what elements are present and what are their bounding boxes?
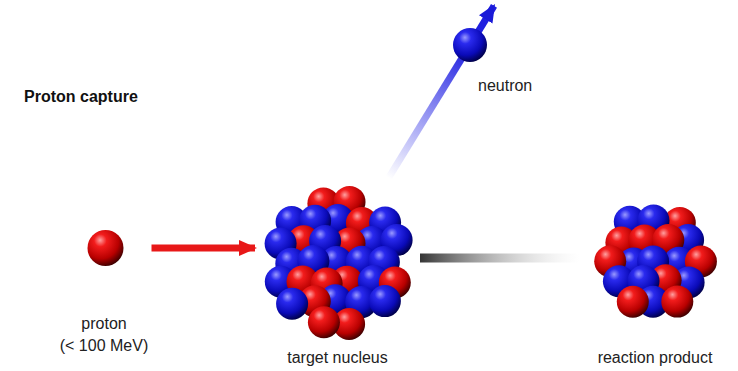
particle-sphere bbox=[661, 286, 693, 318]
node-label: target nucleus bbox=[287, 348, 388, 368]
target-nucleus-art bbox=[255, 178, 420, 368]
particle-sphere bbox=[87, 230, 123, 266]
target-nucleus: target nucleus bbox=[255, 178, 420, 368]
node-label: neutron bbox=[478, 76, 532, 96]
neutron-particle: neutron bbox=[450, 26, 545, 100]
reaction-arrow bbox=[152, 245, 256, 252]
particle-sphere bbox=[453, 28, 487, 62]
proton-particle: proton(< 100 MeV) bbox=[57, 226, 152, 354]
reaction-product-art bbox=[580, 182, 730, 368]
particle-sphere bbox=[369, 285, 401, 317]
particle-sphere bbox=[276, 288, 308, 320]
node-label: (< 100 MeV) bbox=[60, 336, 148, 356]
particle-sphere bbox=[308, 306, 340, 338]
proton-particle-art bbox=[57, 226, 152, 354]
diagram-title: Proton capture bbox=[24, 88, 138, 106]
node-label: reaction product bbox=[598, 348, 713, 368]
node-label: proton bbox=[81, 314, 126, 334]
reaction-arrow bbox=[420, 254, 580, 263]
particle-sphere bbox=[617, 286, 649, 318]
reaction-product: reaction product bbox=[580, 182, 730, 368]
